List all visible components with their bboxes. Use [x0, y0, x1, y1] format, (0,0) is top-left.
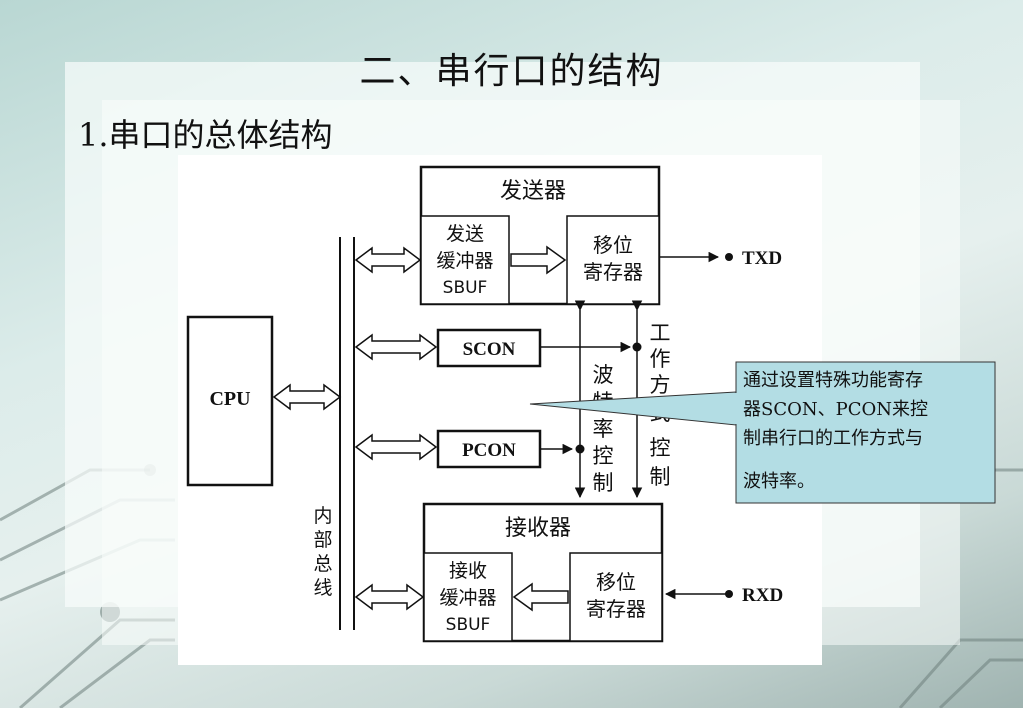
internal-bus-char-2: 部 — [313, 529, 332, 551]
callout-line-2: 器SCON、PCON来控 — [743, 399, 929, 420]
slide-subtitle: 1.串口的总体结构 — [78, 116, 333, 154]
txd-label: TXD — [742, 248, 782, 269]
scon-box — [436, 328, 542, 368]
rx-shift-register-box — [569, 552, 663, 642]
pcon-box — [436, 429, 542, 469]
cpu-box — [186, 315, 274, 487]
slide-title: 二、串行口的结构 — [359, 51, 664, 92]
tx-buffer-line-1: 发送 — [446, 223, 484, 245]
internal-bus-char-4: 线 — [313, 577, 332, 599]
rx-buffer-box — [423, 552, 513, 642]
receiver-title: 接收器 — [505, 516, 571, 541]
tx-shift-line-2: 寄存器 — [583, 260, 643, 284]
bus-rx-arrow — [354, 583, 425, 611]
tx-shift-line-1: 移位 — [593, 233, 633, 257]
bus-tx-arrow — [354, 246, 422, 274]
tx-shift-register-box — [566, 215, 660, 305]
bus-scon-arrow — [354, 333, 438, 361]
rx-shift-line-1: 移位 — [596, 570, 636, 594]
callout-line-3: 制串行口的工作方式与 — [743, 428, 923, 449]
internal-bus-char-3: 总 — [313, 553, 332, 575]
pcon-label: PCON — [462, 440, 516, 461]
rx-shift-line-2: 寄存器 — [586, 597, 646, 621]
internal-bus-char-1: 内 — [313, 505, 332, 527]
callout-pointer — [529, 391, 737, 426]
scon-label: SCON — [463, 339, 516, 360]
rxd-pin — [725, 590, 733, 598]
rxd-label: RXD — [742, 585, 783, 606]
callout-line-4: 波特率。 — [743, 471, 815, 492]
callout-box — [735, 361, 996, 504]
tx-buffer-to-shift-arrow — [510, 245, 567, 275]
rx-buffer-line-2: 缓冲器 — [439, 587, 496, 609]
callout-text: 通过设置特殊功能寄存 器SCON、PCON来控 制串行口的工作方式与 波特率。 — [743, 366, 988, 496]
baud-char-3: 率 — [593, 417, 614, 441]
rx-shift-to-buffer-arrow — [512, 582, 569, 612]
transmitter-title: 发送器 — [500, 179, 566, 204]
callout-line-1: 通过设置特殊功能寄存 — [743, 370, 923, 391]
cpu-bus-arrow — [272, 383, 342, 411]
mode-char-6: 制 — [650, 465, 671, 489]
rx-buffer-line-3: SBUF — [446, 615, 491, 635]
mode-char-3: 方 — [650, 373, 671, 397]
baud-char-4: 控 — [593, 444, 614, 468]
cpu-label: CPU — [209, 388, 250, 410]
tx-buffer-line-2: 缓冲器 — [436, 250, 493, 272]
rx-buffer-line-1: 接收 — [449, 560, 487, 582]
bus-pcon-arrow — [354, 433, 438, 461]
tx-buffer-line-3: SBUF — [443, 278, 488, 298]
mode-char-1: 工 — [650, 321, 671, 345]
mode-char-5: 控 — [650, 436, 671, 460]
mode-char-2: 作 — [650, 347, 671, 371]
baud-char-5: 制 — [593, 471, 614, 495]
tx-buffer-box — [420, 215, 510, 305]
baud-char-1: 波 — [593, 363, 614, 387]
txd-pin — [725, 253, 733, 261]
